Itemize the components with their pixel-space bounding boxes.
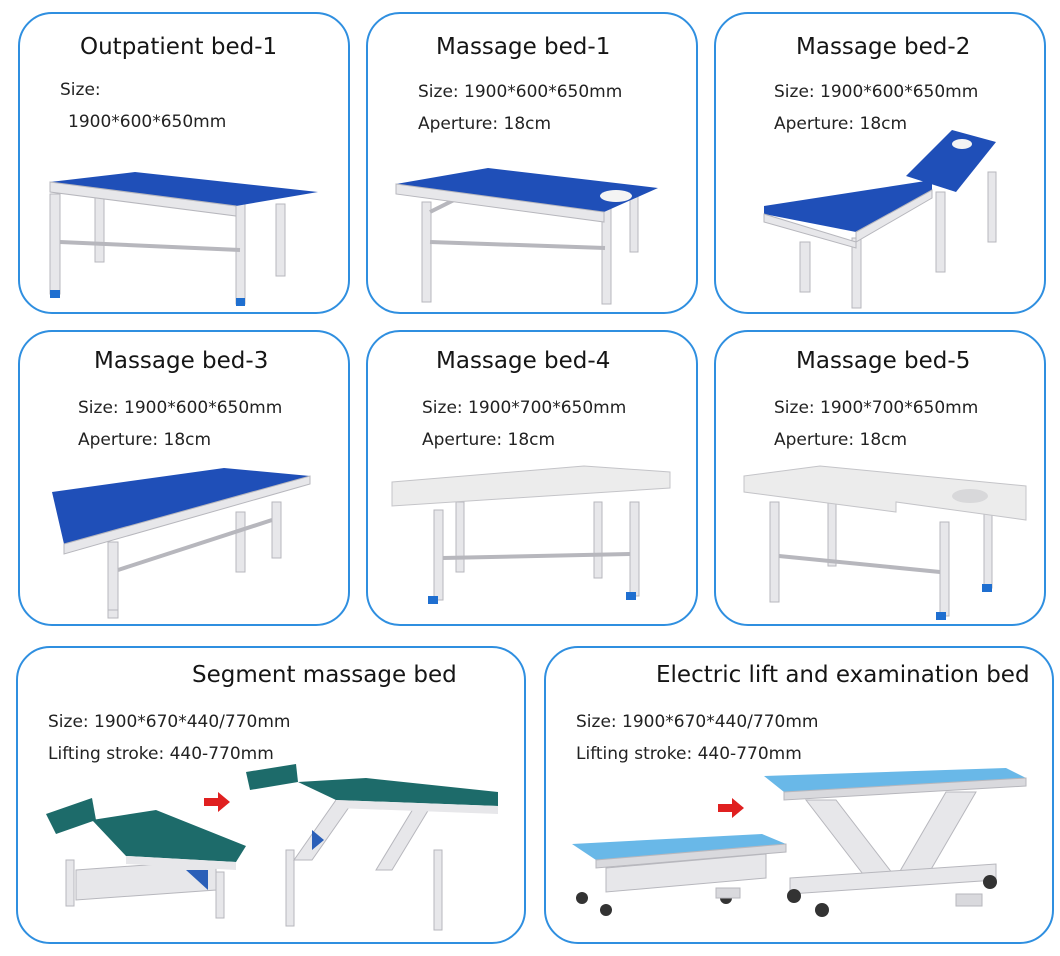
product-spec-line: 1900*600*650mm [68, 112, 227, 132]
product-spec-line: Size: 1900*700*650mm [774, 398, 979, 418]
product-title: Electric lift and examination bed [656, 662, 1030, 688]
product-spec-line: Aperture: 18cm [418, 114, 552, 134]
massage-bed-5-image [743, 465, 1027, 620]
product-spec-line: Lifting stroke: 440-770mm [48, 744, 274, 764]
product-spec-line: Size: 1900*600*650mm [78, 398, 283, 418]
product-spec-line: Aperture: 18cm [422, 430, 556, 450]
product-card-massage-bed-2: Massage bed-2 Size: 1900*600*650mm Apert… [714, 12, 1046, 314]
electric-lift-bed-image [572, 768, 1027, 917]
product-spec-line: Aperture: 18cm [774, 430, 908, 450]
outpatient-bed-image [49, 172, 318, 306]
massage-bed-4-image [391, 465, 671, 604]
product-card-massage-bed-5: Massage bed-5 Size: 1900*700*650mm Apert… [714, 330, 1046, 626]
massage-bed-2-image [763, 130, 997, 309]
product-card-massage-bed-1: Massage bed-1 Size: 1900*600*650mm Apert… [366, 12, 698, 314]
massage-bed-3-image [52, 468, 311, 619]
product-card-massage-bed-3: Massage bed-3 Size: 1900*600*650mm Apert… [18, 330, 350, 626]
product-card-segment-massage-bed: Segment massage bed Size: 1900*670*440/7… [16, 646, 526, 944]
product-spec-line: Size: 1900*700*650mm [422, 398, 627, 418]
product-spec-line: Aperture: 18cm [78, 430, 212, 450]
product-title: Massage bed-1 [436, 34, 611, 60]
product-spec-line: Size: 1900*600*650mm [774, 82, 979, 102]
product-card-electric-lift-examination-bed: Electric lift and examination bed Size: … [544, 646, 1054, 944]
product-spec-line: Size: 1900*600*650mm [418, 82, 623, 102]
product-spec-line: Aperture: 18cm [774, 114, 908, 134]
product-spec-line: Size: 1900*670*440/770mm [48, 712, 291, 732]
product-title: Massage bed-5 [796, 348, 971, 374]
product-title: Massage bed-4 [436, 348, 611, 374]
product-title: Massage bed-3 [94, 348, 269, 374]
product-title: Segment massage bed [192, 662, 457, 688]
product-title: Outpatient bed-1 [80, 34, 278, 60]
product-card-outpatient-bed-1: Outpatient bed-1 Size: 1900*600*650mm [18, 12, 350, 314]
product-spec-line: Lifting stroke: 440-770mm [576, 744, 802, 764]
massage-bed-1-image [395, 168, 658, 305]
product-spec-line: Size: [60, 80, 101, 100]
product-card-massage-bed-4: Massage bed-4 Size: 1900*700*650mm Apert… [366, 330, 698, 626]
product-spec-line: Size: 1900*670*440/770mm [576, 712, 819, 732]
product-title: Massage bed-2 [796, 34, 971, 60]
segment-massage-bed-image [46, 764, 498, 931]
